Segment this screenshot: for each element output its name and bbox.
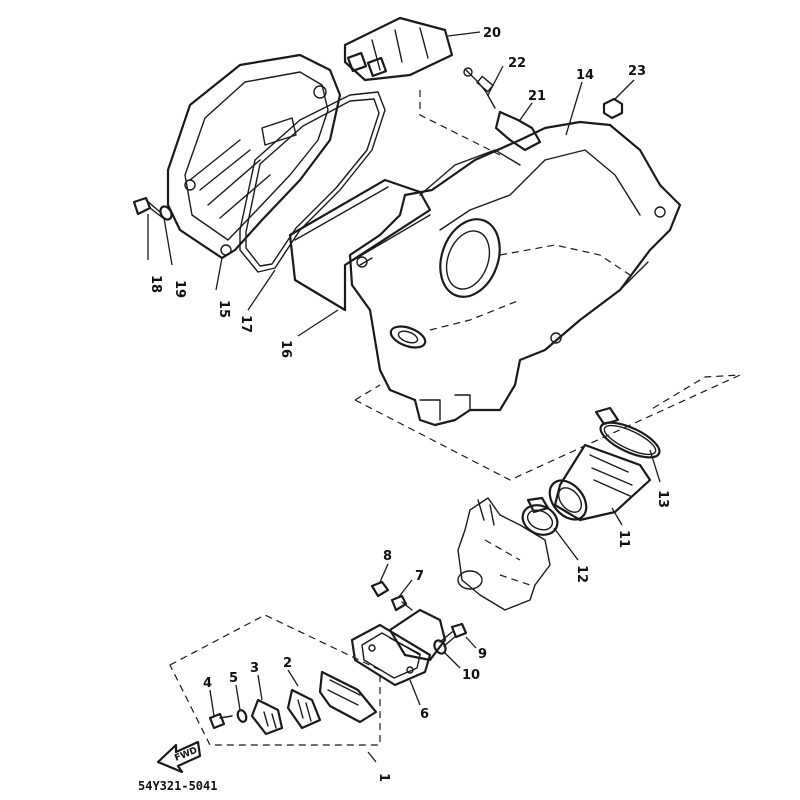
- callout-16: 16: [278, 340, 293, 358]
- callout-8: 8: [383, 549, 392, 564]
- callout-4: 4: [203, 676, 212, 691]
- bracket-part-21: [494, 110, 542, 152]
- callout-13: 13: [655, 490, 670, 508]
- callout-15: 15: [216, 300, 231, 318]
- air-cleaner-cap-part-15: [166, 53, 342, 260]
- catalog-code: 54Y321-5041: [138, 779, 217, 793]
- callout-22: 22: [508, 56, 526, 71]
- callout-17: 17: [238, 315, 253, 333]
- callout-21: 21: [528, 89, 546, 104]
- nut-part-8: [370, 580, 390, 598]
- hose-clamp-part-13: [594, 406, 661, 459]
- screw-part-18: [132, 196, 164, 219]
- breather-hose-part-22: [463, 67, 496, 109]
- forward-direction-arrow: FWD: [156, 740, 202, 774]
- callout-1: 1: [376, 773, 391, 782]
- callout-5: 5: [229, 671, 238, 686]
- callout-18: 18: [148, 275, 163, 293]
- case-assembly-frame: [354, 90, 741, 481]
- callout-12: 12: [574, 565, 589, 583]
- callout-19: 19: [172, 280, 187, 298]
- bolt-part-7: [390, 594, 413, 612]
- callout-3: 3: [250, 661, 259, 676]
- callout-labels: 20 22 21 14 23 18 19 15 17 16 13 11 12 8…: [148, 26, 670, 782]
- callout-7: 7: [415, 569, 424, 584]
- intake-duct-part-20: [343, 16, 454, 82]
- leader-lines: [147, 31, 661, 763]
- screw-part-9: [439, 622, 468, 647]
- fwd-label: FWD: [173, 746, 199, 764]
- callout-20: 20: [483, 26, 501, 41]
- callout-14: 14: [576, 68, 594, 83]
- reed-plate-part-2: [286, 688, 322, 730]
- callout-6: 6: [420, 707, 429, 722]
- callout-9: 9: [478, 647, 487, 662]
- carburetor-reference: [457, 497, 551, 611]
- washer-part-5: [236, 709, 248, 723]
- reed-valve-assembly-frame: [169, 614, 381, 746]
- callout-23: 23: [628, 64, 646, 79]
- bolt-part-23: [602, 97, 624, 120]
- callout-2: 2: [283, 656, 292, 671]
- air-cleaner-case-part-14: [348, 120, 682, 427]
- stopper-part-3: [250, 698, 284, 736]
- washer-part-19: [159, 205, 173, 221]
- washer-part-10: [433, 639, 447, 655]
- callout-11: 11: [616, 530, 631, 548]
- gasket-part-17: [239, 91, 386, 273]
- screw-part-4: [208, 712, 233, 730]
- element-part-16: [288, 178, 432, 312]
- intake-manifold-part-6: [350, 608, 447, 687]
- callout-10: 10: [462, 668, 480, 683]
- carburetor-joint-part-11: [548, 443, 652, 522]
- reed-valve-part-2: [318, 670, 378, 724]
